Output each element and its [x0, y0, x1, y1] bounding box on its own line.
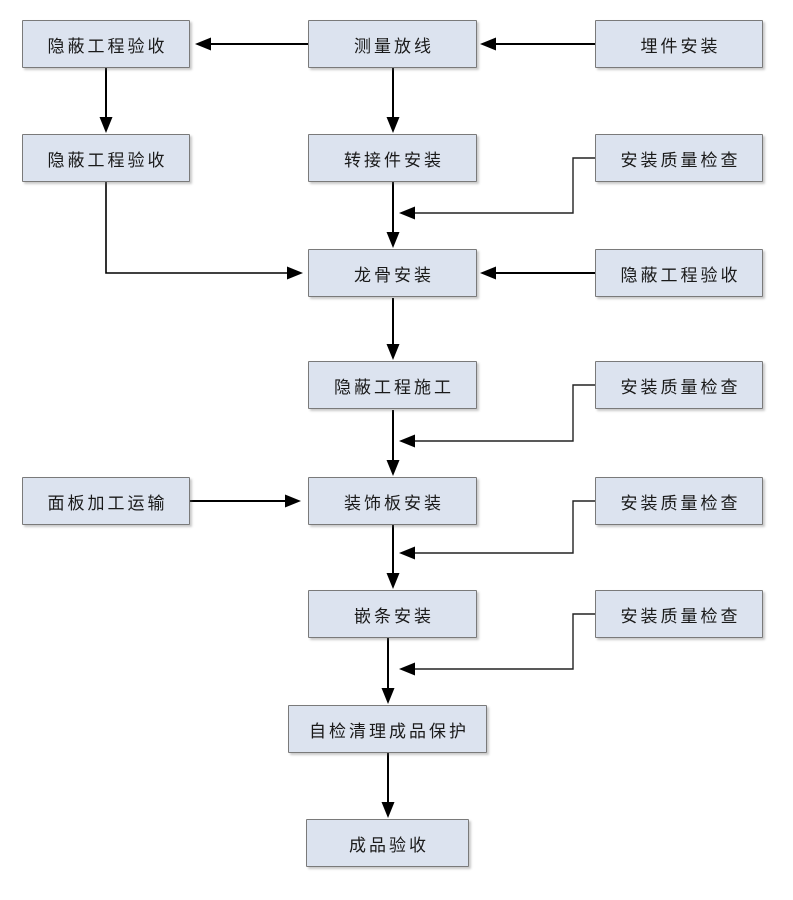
edge-hidden1-to-hidden2: [99, 68, 113, 133]
node-self-check-clean-protect: 自检清理成品保护: [288, 705, 487, 753]
edge-measure-to-adapter: [386, 68, 400, 133]
node-adapter-install: 转接件安装: [308, 134, 477, 182]
node-hidden-work-acceptance-1: 隐蔽工程验收: [22, 20, 190, 68]
edge-hidden2-to-keel: [105, 182, 303, 280]
node-decorative-panel-install: 装饰板安装: [308, 477, 477, 525]
edge-adapter-to-keel: [386, 182, 400, 248]
node-install-quality-check-3: 安装质量检查: [595, 477, 763, 525]
edge-quality2-elbow: [399, 384, 595, 448]
node-hidden-work-acceptance-3: 隐蔽工程验收: [595, 249, 763, 297]
node-keel-install: 龙骨安装: [308, 249, 477, 297]
edge-hidden3-to-keel: [480, 266, 595, 280]
edge-embed-to-measure: [480, 37, 595, 51]
node-hidden-work-acceptance-2: 隐蔽工程验收: [22, 134, 190, 182]
edge-selfcheck-to-final: [381, 753, 395, 818]
node-finished-product-acceptance: 成品验收: [306, 819, 469, 867]
edge-hiddenwork-to-panel: [386, 410, 400, 476]
edge-keel-to-hiddenwork: [386, 298, 400, 360]
edge-quality4-elbow: [399, 613, 595, 676]
edge-processing-to-panel: [190, 494, 301, 508]
node-embedded-parts-install: 埋件安装: [595, 20, 763, 68]
node-install-quality-check-2: 安装质量检查: [595, 361, 763, 409]
node-measure-layout: 测量放线: [308, 20, 477, 68]
node-install-quality-check-4: 安装质量检查: [595, 590, 763, 638]
edge-quality1-elbow: [399, 157, 595, 220]
edge-panel-to-trim: [386, 525, 400, 589]
node-hidden-work-construction: 隐蔽工程施工: [308, 361, 477, 409]
node-trim-strip-install: 嵌条安装: [308, 590, 477, 638]
node-panel-processing-transport: 面板加工运输: [22, 477, 190, 525]
node-install-quality-check-1: 安装质量检查: [595, 134, 763, 182]
edge-trim-to-selfcheck: [381, 638, 395, 704]
edge-measure-to-hidden1: [195, 37, 308, 51]
edge-quality3-elbow: [399, 500, 595, 560]
